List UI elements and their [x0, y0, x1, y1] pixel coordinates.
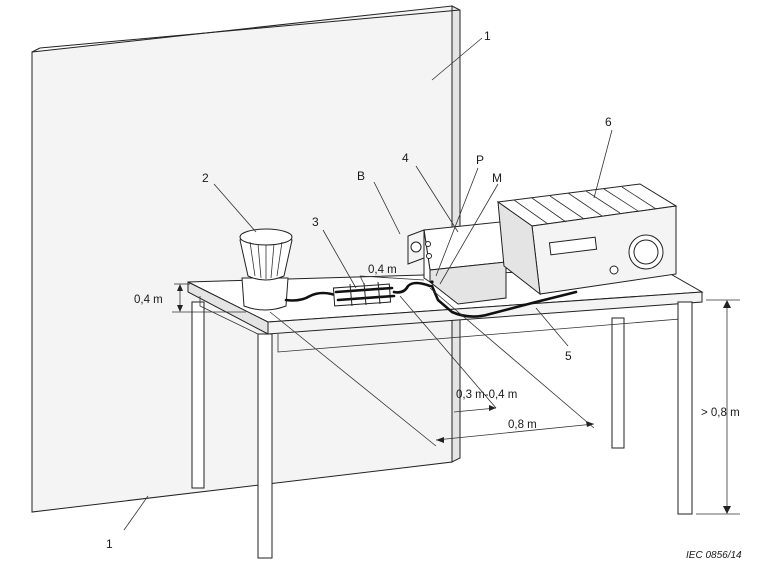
cable-bundle	[284, 281, 432, 307]
table-height-dimension: > 0,8 m	[701, 407, 740, 419]
dimension-lines	[172, 275, 740, 515]
wall-label-top: 1	[484, 29, 491, 43]
cable-route-label: 5	[565, 349, 572, 363]
figure-reference: IEC 0856/14	[686, 550, 742, 561]
point-p-label: P	[476, 153, 484, 167]
equipment-label: 6	[605, 115, 612, 129]
bundle-gap-dimension: 0,3 m-0,4 m	[456, 389, 517, 401]
antenna	[239, 228, 293, 311]
cable-offset-dimension: 0,4 m	[368, 264, 397, 276]
cable-bundle-label: 3	[312, 215, 319, 229]
leader-lines	[123, 37, 613, 531]
stabilization-network-label: 4	[402, 151, 409, 165]
edge-distance-dimension: 0,4 m	[134, 294, 163, 306]
cable-route	[430, 284, 578, 318]
equipment-under-test	[496, 183, 678, 296]
point-b-label: B	[357, 169, 365, 183]
table	[187, 267, 704, 559]
point-m-label: M	[492, 171, 502, 185]
separation-dimension: 0,8 m	[508, 419, 537, 431]
wall-label-bottom: 1	[106, 537, 113, 551]
antenna-label: 2	[202, 171, 209, 185]
